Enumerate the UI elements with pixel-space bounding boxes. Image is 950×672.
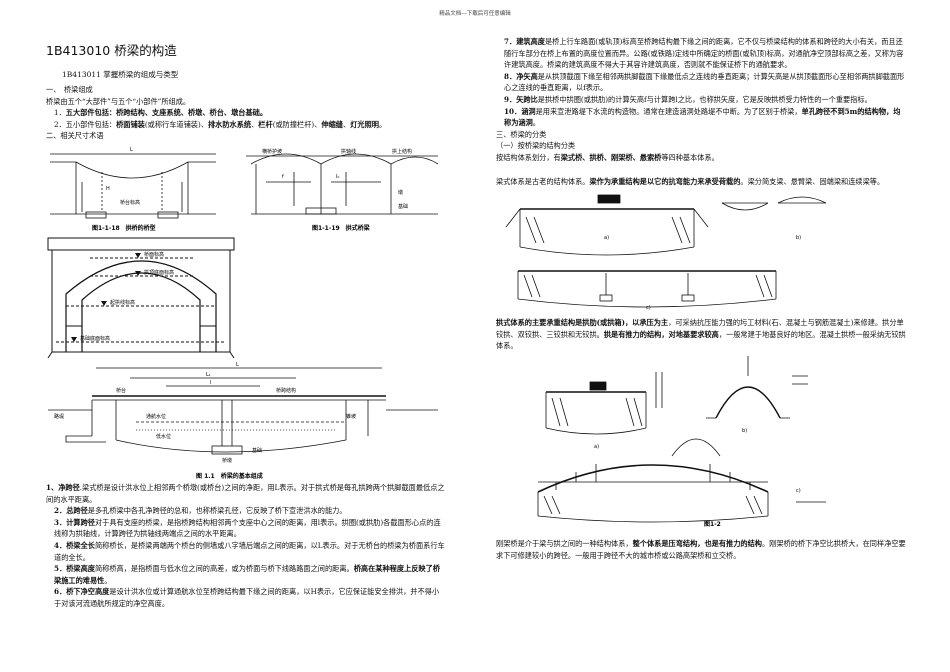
term-rise: 8．净矢高是从拱顶截面下缘至相邻两拱脚截面下缘最低点之连线的垂直距离；计算矢高是… — [504, 71, 905, 93]
label-cone-slope: 锥坡 — [346, 413, 356, 420]
figure-arch-bridges: a) b) c) 图1-2 — [537, 355, 826, 528]
section-subheading: （一）按桥梁的结构分类 — [496, 141, 576, 151]
label-embankment: 路堤 — [54, 413, 64, 420]
label-nav-level: 通航水位 — [146, 413, 166, 420]
svg-text:H: H — [106, 186, 110, 192]
paragraph-five-minor: 2．五小部件包括：桥面铺装(或称行车道铺装)、排水防水系统、栏杆(或防撞栏杆)、… — [54, 119, 387, 129]
fig-arch-caption: 图1-2 — [704, 520, 721, 528]
fig-arch-label-b: b) — [742, 428, 747, 434]
fig-beam-label-b: b) — [796, 235, 801, 241]
svg-text:L₁: L₁ — [206, 372, 211, 378]
label-foundation-level: 基础底面标高 — [80, 335, 110, 342]
term-construction-height: 7．建筑高度是桥上行车路面(或轨顶)标高至桥跨结构最下缘之间的距离，它不仅与桥梁… — [504, 37, 904, 70]
section-heading-1: 一、 桥梁组成 — [46, 85, 93, 94]
label-abutment: 桥台 — [116, 387, 126, 394]
svg-text:f: f — [282, 174, 284, 180]
paragraph-five-major: 1．五大部件包括：桥跨结构、支座系统、桥墩、桥台、墩台基础。 — [54, 108, 268, 118]
svg-text:拱上结构: 拱上结构 — [392, 148, 412, 155]
fig-beam-label-c: c) — [646, 305, 651, 311]
page-title: 1B413010 桥梁的构造 — [46, 43, 177, 58]
term-bridge-length: 4．桥梁全长简称桥长，是桥梁两端两个桥台的侧墙或八字墙后端点之间的距离，以L表示… — [54, 540, 445, 562]
label-deck-level: 桥面标高 — [144, 251, 164, 258]
label-crown-level: 拱顶底面标高 — [144, 269, 174, 276]
paragraph-frame-system: 刚架桥是介于梁与拱之间的一种结构体系，整个体系是压弯结构，也是有推力的结构。刚架… — [496, 538, 906, 560]
term-clear-span: 1、净跨径.梁式桥是设计洪水位上相邻两个桥墩(或桥台)之间的净距，用L表示。对于… — [46, 482, 445, 504]
fig-arch-label-c: c) — [796, 488, 801, 494]
fig-beam-label-a: a) — [604, 235, 609, 241]
figure-caption-4: 图 1.1 桥梁的基本组成 — [196, 472, 263, 480]
figure-caption-1: 图1-1-18 拱桥的桥型 — [92, 224, 156, 232]
figure-beam-bridges: a) b) c) — [505, 194, 827, 311]
section-heading-3: 三、桥梁的分类 — [496, 129, 547, 139]
svg-text:拱轴线: 拱轴线 — [341, 148, 356, 155]
figure-arch-elevation: 桥面标高 拱顶底面标高 起拱线标高 基础底面标高 — [47, 237, 235, 359]
paragraph-arch-system: 拱式体系的主要承重结构是拱肋(或拱箱)，以承压为主，可采纳抗压能力强的圬工材料(… — [496, 318, 906, 351]
section-heading-2: 二、相关尺寸术语 — [46, 131, 104, 141]
svg-text:L: L — [236, 362, 239, 368]
svg-text:墩: 墩 — [398, 189, 403, 196]
section-subtitle: 1B413011 掌握桥梁的组成与类型 — [62, 70, 179, 79]
figure-bridge-components: L L₁ l 桥台 桥跨结构 通航水位 低水位 路堤 锥坡 桥墩 基础 图 1.… — [48, 362, 438, 480]
term-bridge-height: 5．桥梁高度简称桥高，是指桥面与低水位之间的高差，或为桥面与桥下线路路面之间的距… — [54, 564, 440, 585]
label-span-structure: 桥跨结构 — [276, 387, 296, 394]
figure-arch-bridge-types: L H 桥台标高 图1-1-18 拱桥的桥型 横桥护坡 拱轴线 拱上结构 f l… — [50, 147, 439, 232]
svg-text:桥台标高: 桥台标高 — [120, 199, 140, 206]
paragraph-beam-system: 梁式体系是古老的结构体系。梁作为承重结构是以它的抗弯能力来承受荷载的。梁分简支梁… — [496, 176, 885, 186]
term-culvert: 10．涵洞是用来宣泄路堤下水流的构造物。通常在建造涵洞处路堤不中断。为了区别于桥… — [504, 106, 901, 128]
paragraph-intro: 桥梁由五个“大部件”与五个“小部件”所组成。 — [46, 96, 191, 106]
right-column: 7．建筑高度是桥上行车路面(或轨顶)标高至桥跨结构最下缘之间的距离，它不仅与桥梁… — [496, 36, 906, 561]
page-header: 精品文档---下载后可任意编辑 — [439, 11, 511, 17]
label-pier: 桥墩 — [222, 457, 232, 464]
left-column: 1B413010 桥梁的构造 1B413011 掌握桥梁的组成与类型 一、 桥梁… — [46, 36, 446, 610]
paragraph-structure-types: 按结构体系划分，有梁式桥、拱桥、刚架桥、悬索桥等四种基本体系。 — [496, 152, 719, 162]
term-rise-span-ratio: 9．矢跨比是拱桥中拱圈(或拱肋)的计算矢高f与计算跨l之比，也称拱矢度，它是反映… — [504, 94, 872, 104]
fig-arch-label-a: a) — [594, 444, 599, 450]
label-low-water: 低水位 — [156, 433, 171, 440]
svg-text:横桥护坡: 横桥护坡 — [262, 148, 282, 155]
svg-text:l: l — [210, 380, 211, 386]
label-springing-level: 起拱线标高 — [110, 299, 135, 306]
svg-text:l₀: l₀ — [336, 174, 339, 180]
svg-text:基础: 基础 — [398, 203, 408, 210]
figure-caption-2: 图1-1-19 拱式桥梁 — [312, 224, 370, 232]
term-calc-span: 3．计算跨径对于具有支座的桥梁，是指桥跨结构相邻两个支座中心之间的距离，用l表示… — [54, 517, 441, 539]
label-foundation: 基础 — [252, 447, 262, 454]
svg-text:L: L — [130, 147, 133, 153]
term-total-span: 2．总跨径是多孔桥梁中各孔净跨径的总和，也称桥梁孔径，它反映了桥下宣泄洪水的能力… — [54, 506, 347, 516]
term-underclearance: 6．桥下净空高度是设计洪水位或计算通航水位至桥跨结构最下缘之间的距离，以H表示，… — [54, 587, 440, 608]
